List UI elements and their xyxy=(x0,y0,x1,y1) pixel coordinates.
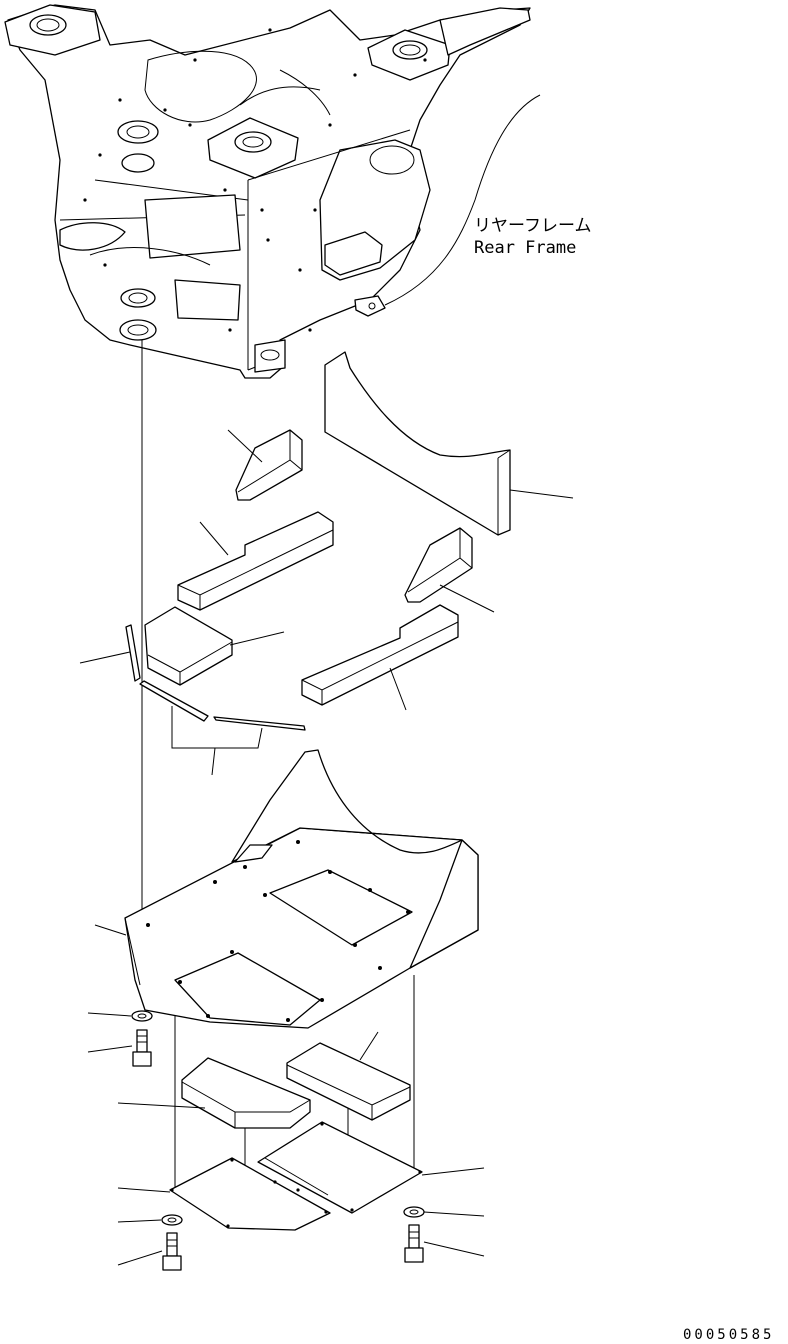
pad-wedge-right xyxy=(404,527,495,613)
strip-vertical xyxy=(79,624,141,682)
rear-frame-outline-curve xyxy=(384,94,541,306)
rear-frame-label-jp: リヤーフレーム xyxy=(474,216,591,236)
bolt-right-lower xyxy=(404,1224,485,1263)
lower-cover-plates xyxy=(117,1121,485,1231)
pad-block-left xyxy=(144,606,285,686)
washer-left-upper xyxy=(87,1010,153,1022)
washer-right-lower xyxy=(403,1206,485,1218)
pad-long-upper xyxy=(177,511,334,611)
rear-frame-label-en: Rear Frame xyxy=(474,238,576,258)
pad-lower-left xyxy=(117,1057,311,1197)
pad-long-right xyxy=(301,604,459,711)
under-cover-plate xyxy=(94,749,479,1029)
pad-lower-right xyxy=(286,1031,411,1172)
bolt-left-upper xyxy=(87,1029,152,1067)
rear-frame-drawing xyxy=(4,4,531,379)
bolt-left-lower xyxy=(117,1232,182,1271)
figure-number: 00050585 xyxy=(683,1327,774,1343)
strip-diagonal xyxy=(139,680,306,776)
washer-left-lower xyxy=(117,1214,183,1226)
pad-large-curved xyxy=(324,351,574,536)
pad-wedge-upper xyxy=(227,429,303,501)
